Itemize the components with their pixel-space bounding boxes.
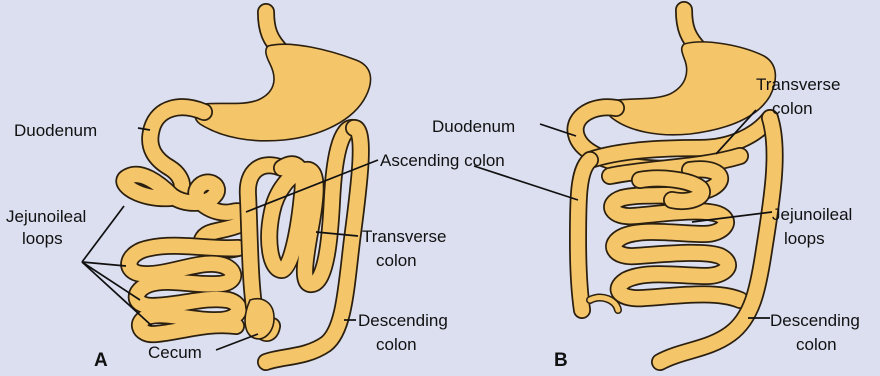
panel-a-descending-label-1: Descending [358, 311, 448, 330]
panel-a-cecum [245, 299, 274, 339]
panel-b-jejunoileal-label-2: loops [784, 229, 825, 248]
panel-b-ascending-leader [474, 166, 578, 200]
panel-a-jejunoileal-label-2: loops [22, 229, 63, 248]
panel-a-transverse-label-2: colon [376, 251, 417, 270]
panel-b-jejunoileal-loops [612, 169, 740, 300]
panel-b: Duodenum Transverse colon Jejunoileal lo… [432, 10, 860, 371]
panel-b-transverse-label-2: colon [772, 99, 813, 118]
panel-a-letter: A [94, 350, 108, 371]
panel-a-ascending-label: Ascending colon [380, 151, 505, 170]
panel-b-jejunoileal-label-1: Jejunoileal [772, 205, 852, 224]
panel-a-jejunoileal-label-1: Jejunoileal [6, 207, 86, 226]
panel-a-cecum-label: Cecum [148, 343, 202, 362]
panel-b-letter: B [554, 350, 568, 371]
panel-b-duodenum-label: Duodenum [432, 117, 515, 136]
panel-b-ascending-colon [578, 160, 590, 310]
panel-a: Duodenum Jejunoileal loops Ascending col… [6, 12, 505, 371]
panel-a-cecum-leader [216, 334, 258, 350]
panel-b-descending-label-2: colon [796, 335, 837, 354]
panel-b-appendix [590, 298, 618, 310]
panel-a-jejunoileal-loops [124, 175, 245, 334]
panel-b-stomach [608, 42, 776, 135]
panel-a-transverse-label-1: Transverse [362, 227, 446, 246]
panel-a-duodenum-label: Duodenum [14, 121, 97, 140]
panel-a-descending-label-2: colon [376, 335, 417, 354]
panel-b-descending-label-1: Descending [770, 311, 860, 330]
panel-b-transverse-label-1: Transverse [756, 75, 840, 94]
panel-a-jejunoileal-leader-1 [82, 206, 124, 262]
